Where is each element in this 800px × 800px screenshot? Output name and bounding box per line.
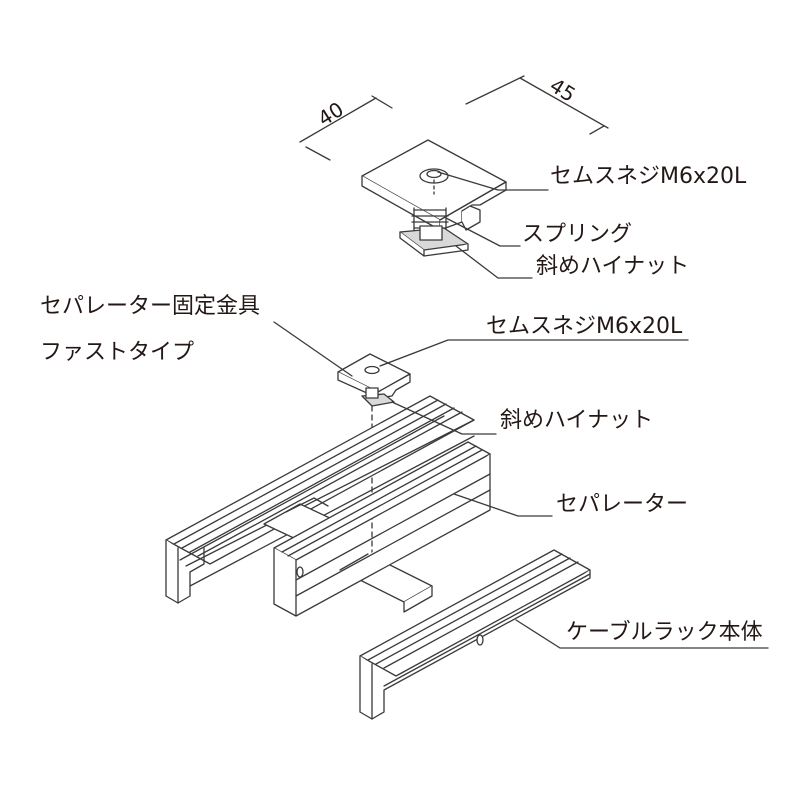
leader-separator: [453, 493, 553, 517]
label-nut-detail: 斜めハイナット: [536, 254, 690, 279]
leader-nut-detail: [455, 245, 533, 279]
rack-rail-left: [165, 395, 475, 604]
fast-bracket-assembly: [337, 353, 411, 573]
label-spring: スプリング: [522, 222, 633, 247]
dimension-40: [299, 95, 393, 161]
leader-rack: [515, 619, 769, 649]
rack-rail-right: [359, 549, 591, 720]
label-rack: ケーブルラック本体: [566, 620, 763, 645]
leader-nut-assembly: [391, 401, 497, 435]
leader-bracket: [273, 321, 353, 377]
label-separator: セパレーター: [556, 492, 689, 517]
leader-screw-assembly: [379, 339, 689, 367]
label-screw-detail: セムスネジM6x20L: [550, 164, 747, 189]
label-nut-assembly: 斜めハイナット: [500, 408, 654, 433]
leader-spring: [445, 217, 521, 247]
label-bracket-type: ファストタイプ: [40, 340, 195, 365]
separator-part: [273, 441, 491, 617]
leader-screw-detail: [437, 171, 549, 191]
label-screw-assembly: セムスネジM6x20L: [486, 314, 683, 339]
label-bracket: セパレーター固定金具: [40, 294, 261, 319]
dimension-45: [465, 75, 609, 135]
